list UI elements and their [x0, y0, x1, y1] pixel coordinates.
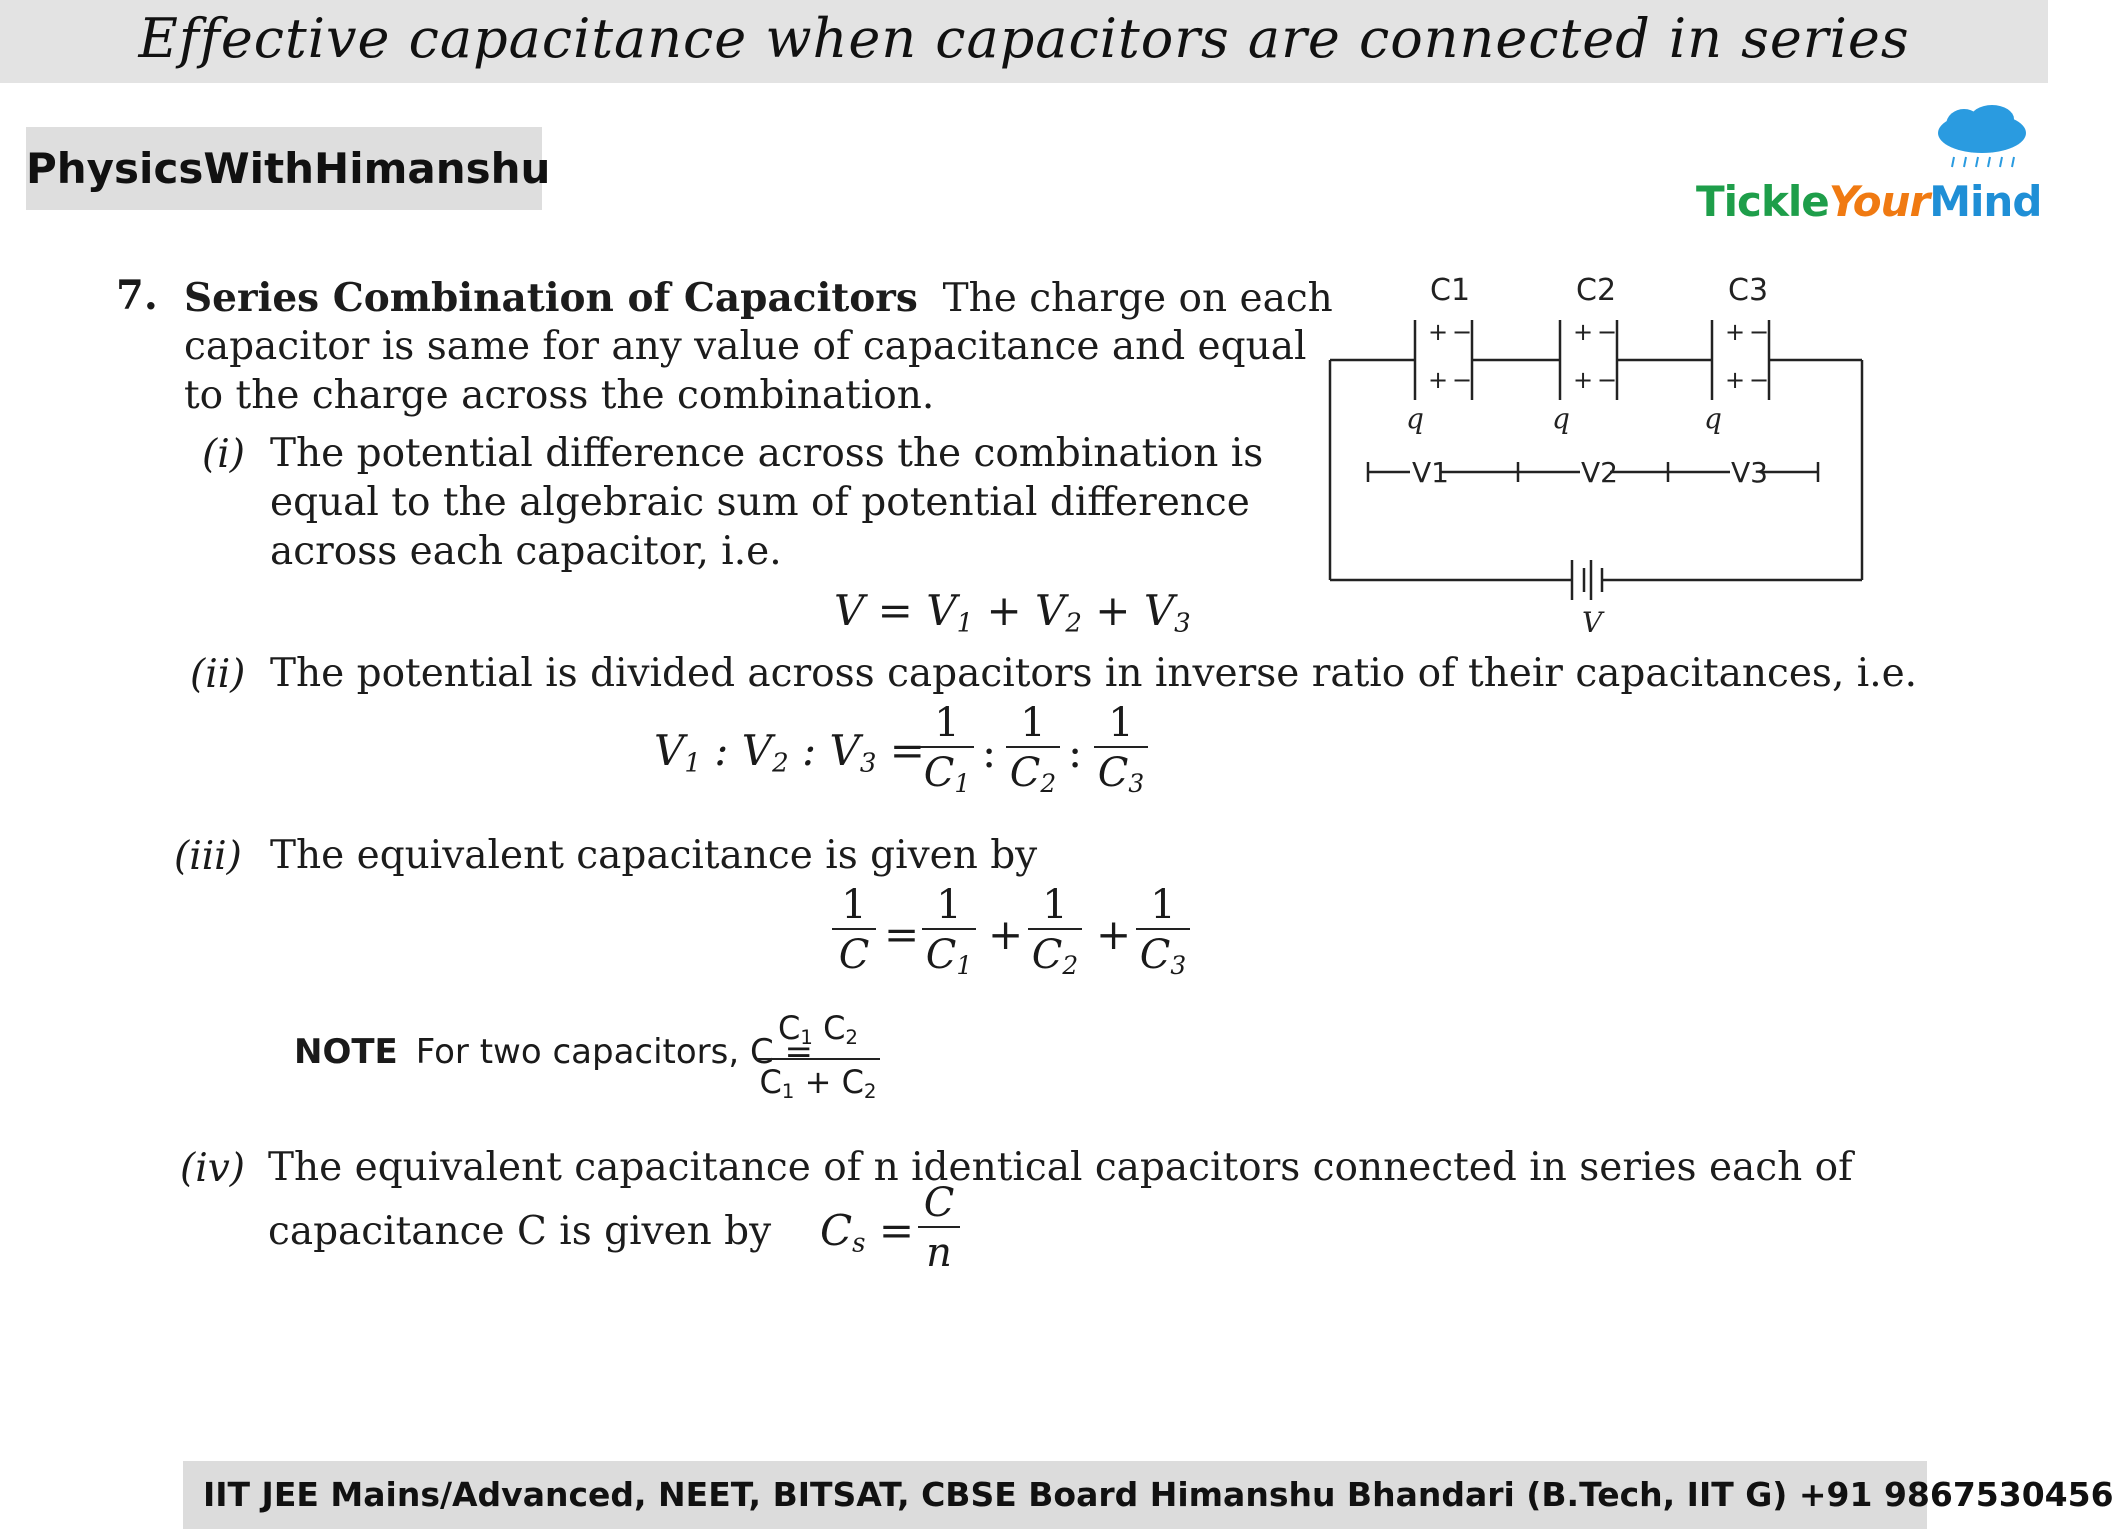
svg-text:−: − — [1749, 366, 1769, 394]
plus-sign: + — [988, 910, 1024, 959]
charge-label-1: q — [1406, 402, 1424, 435]
battery-label: V — [1582, 606, 1605, 639]
svg-text:+: + — [1428, 318, 1448, 346]
page-title: Effective capacitance when capacitors ar… — [138, 7, 1910, 70]
svg-text:−: − — [1452, 366, 1472, 394]
point-iv-label: (iv) — [180, 1146, 245, 1191]
equation-voltage-sum: V = V1 + V2 + V3 — [834, 586, 1191, 639]
note-label: NOTE — [294, 1032, 398, 1072]
equation-voltage-ratio: V1 : V2 : V3 = — [654, 726, 925, 779]
point-i-line1: The potential difference across the comb… — [270, 431, 1264, 476]
logo: TickleYourMind — [1690, 105, 2042, 235]
voltage-label-2: V2 — [1581, 456, 1618, 489]
cap-label-3: C3 — [1728, 273, 1768, 308]
point-ii-label: (ii) — [190, 652, 246, 697]
section-heading: Series Combination of Capacitors — [184, 275, 918, 321]
plus-sign: + — [1096, 910, 1132, 959]
svg-text:+: + — [1573, 318, 1593, 346]
svg-text:+: + — [1725, 366, 1745, 394]
section-intro-line3: to the charge across the combination. — [184, 373, 935, 418]
cap-label-2: C2 — [1576, 273, 1616, 308]
section-intro-text: The charge on each — [942, 276, 1333, 321]
svg-text:−: − — [1597, 366, 1617, 394]
logo-part-your: Your — [1828, 177, 1930, 226]
point-i-line3: across each capacitor, i.e. — [270, 529, 782, 574]
charge-label-3: q — [1704, 402, 1722, 435]
point-i-line2: equal to the algebraic sum of potential … — [270, 480, 1250, 525]
series-circuit-diagram: +− +− +− +− +− +− C1 C2 C3 q q q V V1 V2… — [1328, 273, 1864, 639]
logo-part-mind: Mind — [1929, 177, 2042, 226]
point-ii-line1: The potential is divided across capacito… — [270, 651, 1918, 696]
cloud-rain-icon — [1938, 105, 2026, 168]
title-bar — [0, 0, 2048, 83]
note: NOTE For two capacitors, C = — [294, 1032, 813, 1072]
ratio-colon: : — [982, 728, 997, 777]
cap-label-1: C1 — [1430, 273, 1470, 308]
footer-text: IIT JEE Mains/Advanced, NEET, BITSAT, CB… — [203, 1475, 2114, 1514]
svg-text:−: − — [1597, 318, 1617, 346]
equation-cs: Cs = — [820, 1206, 915, 1259]
point-iii-label: (iii) — [174, 834, 242, 879]
logo-text: TickleYourMind — [1696, 177, 2042, 226]
equals-sign: = — [884, 910, 920, 959]
charge-label-2: q — [1552, 402, 1570, 435]
point-iii-line1: The equivalent capacitance is given by — [270, 833, 1038, 878]
footer: IIT JEE Mains/Advanced, NEET, BITSAT, CB… — [183, 1461, 2114, 1529]
section-intro-line2: capacitor is same for any value of capac… — [184, 324, 1307, 369]
svg-text:+: + — [1725, 318, 1745, 346]
note-text: For two capacitors, C = — [415, 1032, 814, 1072]
point-i-label: (i) — [202, 432, 245, 477]
section-intro-line1: Series Combination of Capacitors The cha… — [184, 274, 1333, 323]
point-iv-line1: The equivalent capacitance of n identica… — [268, 1145, 1853, 1190]
brand-box: PhysicsWithHimanshu — [26, 127, 551, 210]
svg-text:−: − — [1452, 318, 1472, 346]
svg-text:−: − — [1749, 318, 1769, 346]
voltage-label-1: V1 — [1412, 456, 1449, 489]
brand-label: PhysicsWithHimanshu — [26, 144, 551, 193]
svg-text:+: + — [1573, 366, 1593, 394]
section-number: 7. — [116, 272, 158, 319]
svg-text:+: + — [1428, 366, 1448, 394]
ratio-colon: : — [1068, 728, 1083, 777]
point-iv-line2: capacitance C is given by — [268, 1209, 772, 1254]
voltage-label-3: V3 — [1731, 456, 1768, 489]
logo-part-tickle: Tickle — [1696, 177, 1830, 226]
